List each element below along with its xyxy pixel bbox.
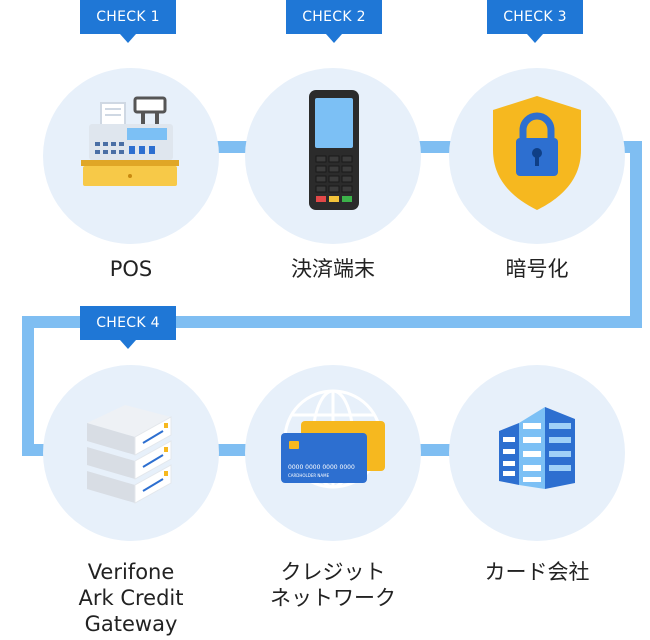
payment-terminal-icon [309, 90, 359, 210]
server-icon [87, 405, 172, 504]
lock-shield-icon [493, 96, 581, 210]
credit-network-node: 0000 0000 0000 0000 CARDHOLDER NAME [245, 365, 421, 541]
check-1-badge: CHECK 1 [80, 0, 176, 43]
card-company-label: カード会社 [484, 560, 590, 584]
verifone-gateway-label: Verifone Ark Credit Gateway [78, 560, 184, 636]
check-4-badge: CHECK 4 [80, 306, 176, 349]
verifone-gateway-node [43, 365, 219, 541]
payment-terminal-label: 決済端末 [291, 257, 375, 281]
encryption-node [449, 68, 625, 244]
credit-network-label: クレジット ネットワーク [270, 560, 396, 610]
pos-node [43, 68, 219, 244]
payment-terminal-node [245, 68, 421, 244]
card-number-text: 0000 0000 0000 0000 [288, 464, 355, 471]
pos-label: POS [109, 257, 153, 281]
check-3-badge: CHECK 3 [487, 0, 583, 43]
card-company-node [449, 365, 625, 541]
credit-card-network-icon: 0000 0000 0000 0000 CARDHOLDER NAME [281, 389, 385, 489]
office-building-icon [499, 407, 575, 489]
encryption-label: 暗号化 [505, 257, 569, 281]
check-2-badge: CHECK 2 [286, 0, 382, 43]
card-holder-text: CARDHOLDER NAME [288, 473, 330, 478]
cash-register-icon [81, 96, 179, 186]
